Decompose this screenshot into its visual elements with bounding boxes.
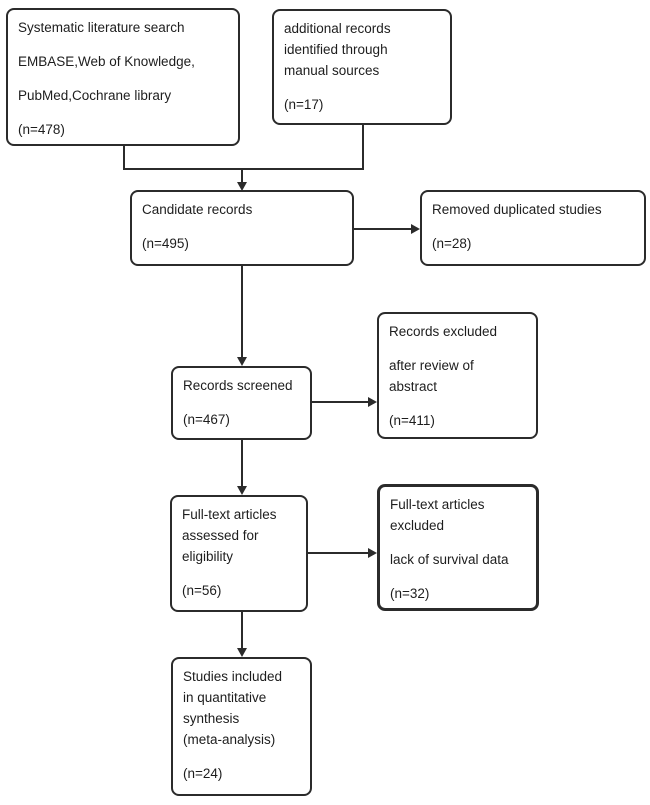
box-count: (n=17)	[284, 97, 324, 112]
box-count: (n=467)	[183, 412, 230, 427]
box-line: Removed duplicated studies	[432, 202, 602, 217]
connector-candidate-to-removed	[354, 228, 411, 230]
arrowhead-down-icon	[237, 357, 247, 366]
connector-merge-horizontal	[123, 168, 364, 170]
box-line: lack of survival data	[390, 552, 509, 567]
box-line: EMBASE,Web of Knowledge,	[18, 54, 195, 69]
connector-fulltext-to-excluded	[308, 552, 368, 554]
box-line: Records screened	[183, 378, 293, 393]
arrowhead-down-icon	[237, 486, 247, 495]
box-count: (n=495)	[142, 236, 189, 251]
connector-manual-down	[362, 125, 364, 170]
box-fulltext-assessed: Full-text articles assessed for eligibil…	[170, 495, 308, 612]
box-line: identified through	[284, 42, 388, 57]
box-systematic-search: Systematic literature search EMBASE,Web …	[6, 8, 240, 146]
box-line: assessed for	[182, 528, 259, 543]
box-line: Full-text articles	[390, 497, 485, 512]
connector-search-down	[123, 146, 125, 170]
arrowhead-down-icon	[237, 182, 247, 191]
box-fulltext-excluded: Full-text articles excluded lack of surv…	[377, 484, 539, 611]
connector-merge-to-candidate	[241, 168, 243, 183]
connector-screened-to-excluded	[312, 401, 368, 403]
box-line: Systematic literature search	[18, 20, 185, 35]
box-line: synthesis	[183, 711, 240, 726]
box-count: (n=411)	[389, 413, 435, 428]
arrowhead-right-icon	[411, 224, 420, 234]
box-manual-records: additional records identified through ma…	[272, 9, 452, 125]
box-line: excluded	[390, 518, 445, 533]
box-line: Candidate records	[142, 202, 253, 217]
box-line: PubMed,Cochrane library	[18, 88, 172, 103]
box-count: (n=32)	[390, 586, 430, 601]
box-count: (n=56)	[182, 583, 222, 598]
box-line: Full-text articles	[182, 507, 277, 522]
box-candidate-records: Candidate records (n=495)	[130, 190, 354, 266]
connector-fulltext-to-included	[241, 612, 243, 649]
arrowhead-right-icon	[368, 548, 377, 558]
box-line: Records excluded	[389, 324, 498, 339]
box-line: manual sources	[284, 63, 380, 78]
connector-candidate-to-screened	[241, 266, 243, 358]
box-line: additional records	[284, 21, 391, 36]
box-line: in quantitative	[183, 690, 267, 705]
box-line: eligibility	[182, 549, 234, 564]
box-line: (meta-analysis)	[183, 732, 276, 747]
box-studies-included: Studies included in quantitative synthes…	[171, 657, 312, 796]
box-removed-duplicates: Removed duplicated studies (n=28)	[420, 190, 646, 266]
arrowhead-down-icon	[237, 648, 247, 657]
box-line: Studies included	[183, 669, 283, 684]
connector-screened-to-fulltext	[241, 440, 243, 487]
box-count: (n=478)	[18, 122, 65, 137]
box-line: after review of	[389, 358, 474, 373]
arrowhead-right-icon	[368, 397, 377, 407]
box-count: (n=28)	[432, 236, 472, 251]
box-records-screened: Records screened (n=467)	[171, 366, 312, 440]
box-line: abstract	[389, 379, 438, 394]
box-records-excluded-abstract: Records excluded after review of abstrac…	[377, 312, 538, 439]
box-count: (n=24)	[183, 766, 223, 781]
